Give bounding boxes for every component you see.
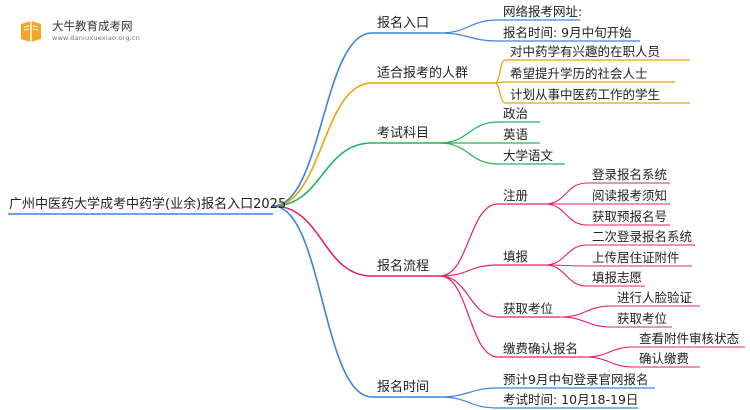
leaf-connector	[544, 182, 670, 205]
leaf-exam-date: 考试时间: 10月18-19日	[503, 392, 639, 407]
leaf-read-notice: 阅读报考须知	[592, 188, 668, 203]
leaf-connector	[544, 264, 692, 267]
leaf-connector	[439, 32, 640, 42]
leaf-connector	[584, 346, 745, 358]
step-pay-confirm: 缴费确认报名	[503, 341, 579, 356]
logo-name: 大牛教育成考网	[52, 19, 133, 33]
step-connector	[439, 275, 560, 318]
leaf-group-students: 计划从事中医药工作的学生	[510, 87, 661, 102]
branch-exam-subjects: 考试科目	[377, 126, 430, 141]
leaf-connector	[494, 59, 690, 84]
branch-connector-1	[272, 82, 495, 207]
leaf-connector	[559, 305, 700, 318]
step-register: 注册	[503, 188, 529, 203]
step-fill: 填报	[503, 249, 529, 264]
leaf-upload-permit: 上传居住证附件	[592, 250, 680, 265]
leaf-connector	[559, 316, 672, 328]
book-logo-icon	[21, 21, 41, 42]
leaf-reg-start: 报名时间: 9月中旬开始	[503, 25, 632, 40]
step-get-seat: 获取考位	[503, 301, 554, 316]
step-connector	[439, 275, 585, 358]
leaf-fill-wish: 填报志愿	[592, 270, 643, 285]
branch-connector-4	[272, 205, 440, 398]
leaf-connector	[439, 19, 580, 34]
site-logo: 大牛教育成考网 www.daniuxuexiao.org.cn	[12, 14, 172, 48]
step-connector	[439, 264, 545, 277]
leaf-login-system: 登录报名系统	[592, 167, 668, 182]
leaf-second-login: 二次登录报名系统	[592, 229, 693, 244]
leaf-face-verify: 进行人脸验证	[617, 290, 693, 305]
leaf-group-social: 希望提升学历的社会人士	[510, 66, 648, 81]
leaf-get-prereg-no: 获取预报名号	[592, 209, 668, 224]
leaf-connector	[494, 82, 690, 104]
branch-connector-3	[272, 205, 440, 277]
leaf-group-employees: 对中药学有兴趣的在职人员	[510, 44, 661, 59]
leaf-connector	[439, 142, 565, 165]
leaf-connector	[544, 244, 695, 266]
leaf-connector	[544, 203, 670, 226]
branch-connector-2	[272, 142, 440, 207]
leaf-online-url: 网络报考网址:	[503, 4, 583, 19]
leaf-connector	[544, 264, 645, 287]
leaf-obtain-seat: 获取考位	[617, 311, 668, 326]
leaf-connector	[494, 81, 675, 84]
branch-connector-0	[272, 32, 440, 207]
leaf-expected-reg: 预计9月中旬登录官网报名	[503, 372, 649, 387]
leaf-subject-english: 英语	[503, 127, 529, 142]
branch-target-applicants: 适合报考的人群	[377, 66, 469, 81]
leaf-connector	[439, 387, 655, 398]
step-connector	[439, 203, 545, 277]
leaf-check-attachment: 查看附件审核状态	[639, 331, 740, 346]
branch-registration-process: 报名流程	[377, 259, 430, 274]
logo-url: www.daniuxuexiao.org.cn	[52, 34, 141, 42]
branch-registration-time: 报名时间	[377, 380, 430, 395]
leaf-subject-chinese: 大学语文	[503, 148, 554, 163]
leaf-connector	[439, 121, 540, 144]
leaf-confirm-payment: 确认缴费	[639, 351, 690, 366]
root-topic: 广州中医药大学成考中药学(业余)报名入口2025	[9, 197, 287, 212]
branch-registration-entry: 报名入口	[377, 16, 430, 31]
leaf-connector	[584, 356, 700, 368]
leaf-subject-politics: 政治	[503, 106, 529, 121]
leaf-connector	[439, 396, 638, 409]
